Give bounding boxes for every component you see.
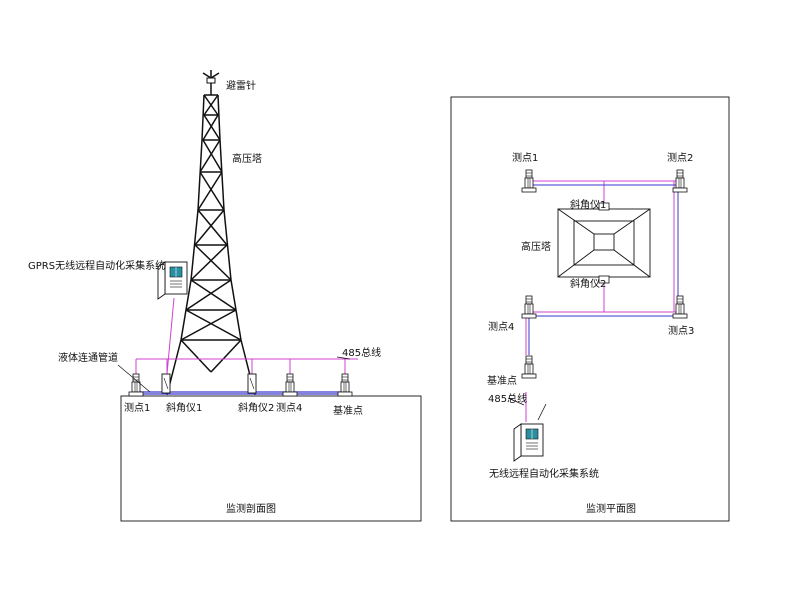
plan-inclinometer-2 [598, 275, 610, 284]
liquid-pipe-label: 液体连通管道 [58, 351, 118, 364]
section-sensor-datum [337, 373, 353, 397]
plan-inclinometer2-label: 斜角仪2 [570, 277, 606, 290]
plan-frame [450, 96, 730, 522]
wireless-system-label: 无线远程自动化采集系统 [489, 467, 599, 480]
plan-tower-base [557, 208, 651, 278]
section-sensor-point4 [282, 373, 298, 397]
plan-wireless-cabinet [513, 423, 544, 462]
tower-label: 高压塔 [232, 152, 262, 165]
section-liquid-pipe [136, 391, 345, 395]
plan-sensor-point4 [521, 295, 537, 319]
plan-tower-label: 高压塔 [521, 240, 551, 253]
plan-point1-label: 测点1 [512, 151, 538, 164]
plan-bus-485 [525, 180, 680, 422]
plan-datum-label: 基准点 [487, 374, 517, 387]
plan-point4-label: 测点4 [488, 320, 514, 333]
section-bus-485-label: 485总线 [342, 346, 381, 359]
plan-point2-label: 测点2 [667, 151, 693, 164]
section-inclinometer-2 [247, 373, 257, 394]
section-bus-485 [135, 297, 358, 378]
section-caption: 监测剖面图 [226, 502, 276, 515]
section-point4-label: 测点4 [276, 401, 302, 414]
plan-inclinometer-1 [598, 202, 610, 211]
plan-bus-485-label: 485总线 [488, 392, 527, 405]
plan-liquid-pipe [528, 184, 680, 355]
lightning-rod-label: 避雷针 [226, 79, 256, 92]
plan-point3-label: 测点3 [668, 324, 694, 337]
plan-sensor-datum [521, 355, 537, 379]
plan-view: 测点1 测点2 斜角仪1 高压塔 斜角仪2 测点4 测点3 基准点 485总线 … [450, 96, 730, 522]
section-point1-label: 测点1 [124, 401, 150, 414]
section-sensor-point1 [128, 373, 144, 397]
plan-inclinometer1-label: 斜角仪1 [570, 198, 606, 211]
plan-caption: 监测平面图 [586, 502, 636, 515]
tower-structure [166, 70, 256, 396]
gprs-system-label: GPRS无线远程自动化采集系统 [28, 259, 165, 272]
section-inclinometer-1 [161, 373, 171, 394]
section-inclinometer2-label: 斜角仪2 [238, 401, 274, 414]
section-inclinometer1-label: 斜角仪1 [166, 401, 202, 414]
section-view: 避雷针 高压塔 GPRS无线远程自动化采集系统 液体连通管道 485总线 测点1… [28, 70, 422, 522]
section-datum-label: 基准点 [333, 404, 363, 417]
plan-sensor-point3 [672, 295, 688, 319]
ground-block [120, 395, 422, 522]
